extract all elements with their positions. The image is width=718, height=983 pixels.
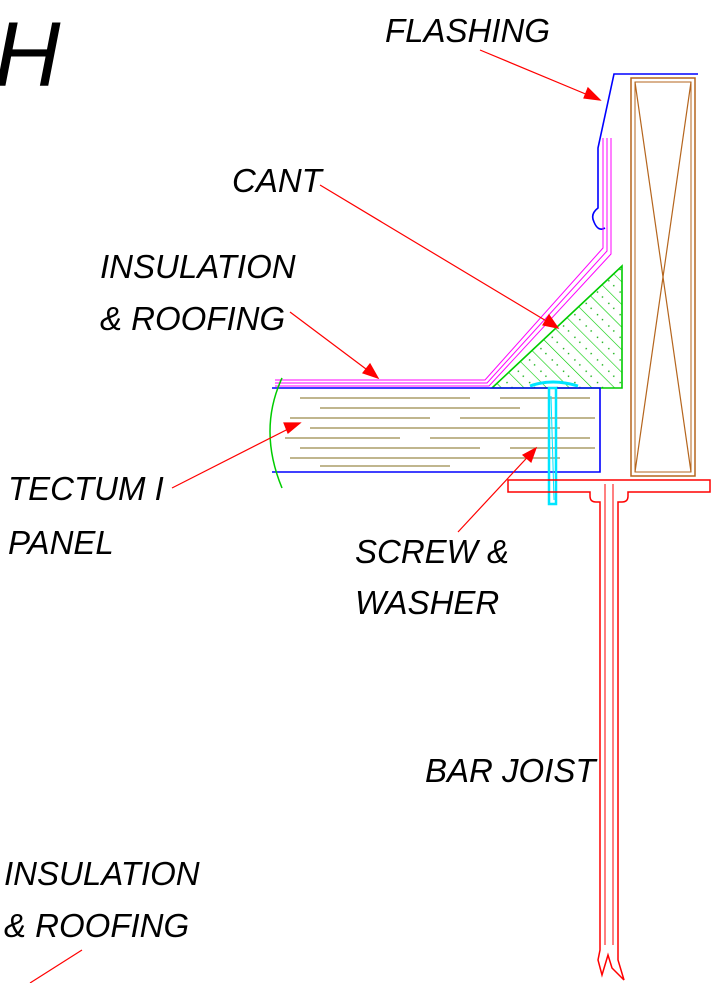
label-flashing: FLASHING — [385, 12, 550, 49]
detail-letter: H — [0, 4, 61, 106]
leader-insulation-roofing — [289, 311, 379, 379]
arrowhead-flashing — [583, 86, 602, 101]
leader-cant — [319, 184, 559, 329]
metal-flashing — [591, 73, 698, 230]
leader-flashing — [479, 49, 601, 101]
arrowhead-tectum-panel — [283, 422, 302, 434]
label-cant: CANT — [232, 162, 325, 199]
label-roofing-line2: & ROOFING — [100, 300, 285, 337]
label-roofing-bottom-line2: & ROOFING — [4, 907, 189, 944]
label-bar-joist: BAR JOIST — [425, 752, 598, 789]
label-insulation-line1: INSULATION — [100, 248, 296, 285]
leader-screw — [457, 447, 537, 533]
break-line — [269, 377, 283, 489]
label-insulation-bottom-line1: INSULATION — [4, 855, 200, 892]
label-washer-line2: WASHER — [355, 584, 499, 621]
bar-joist — [507, 479, 711, 981]
label-screw-line1: SCREW & — [355, 533, 509, 570]
wood-blocking — [630, 77, 696, 477]
label-tectum-line1: TECTUM I — [8, 470, 164, 507]
arrowhead-cant — [542, 313, 560, 329]
label-panel-line2: PANEL — [8, 524, 114, 561]
arrowhead-insulation-roofing — [362, 362, 380, 380]
arrowhead-screw — [521, 446, 538, 464]
screw-and-washer — [529, 380, 579, 506]
leader-tectum-panel — [171, 422, 301, 489]
leader-insulation-roofing-bottom — [29, 949, 83, 983]
tectum-panel — [269, 377, 601, 489]
leader-lines — [29, 49, 602, 983]
